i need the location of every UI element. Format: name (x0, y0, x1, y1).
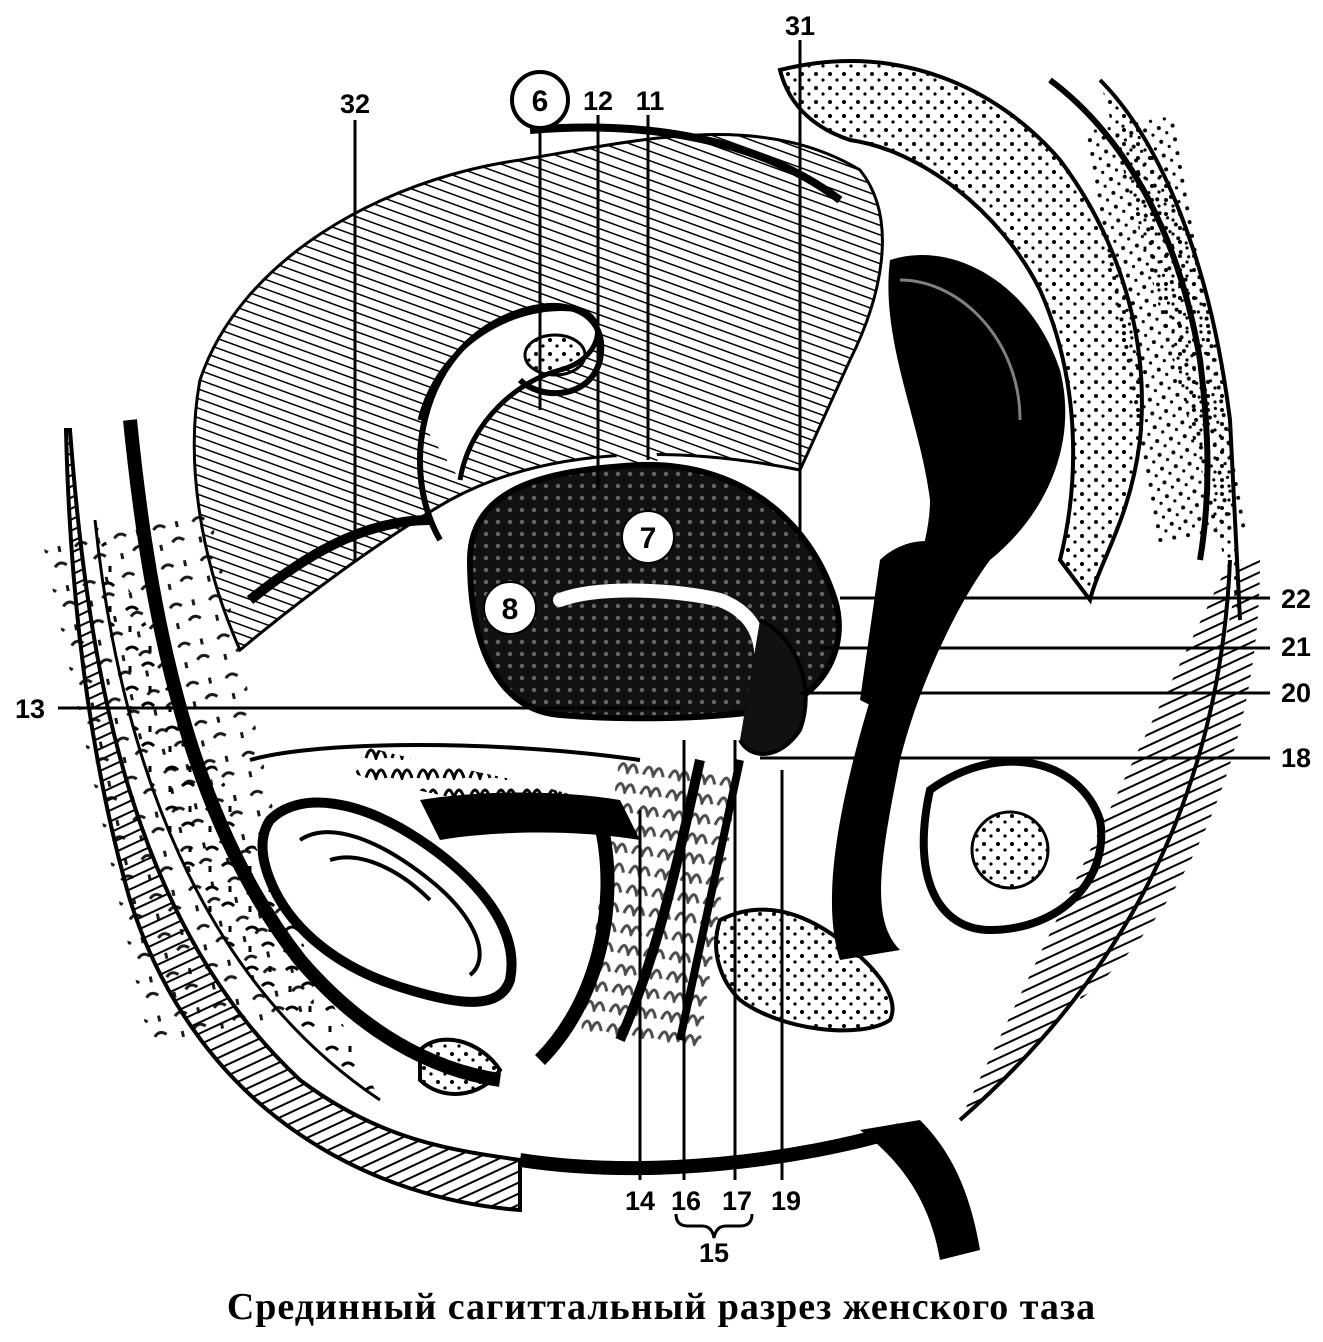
uterus (466, 461, 842, 756)
label-16: 16 (671, 1186, 701, 1216)
brace-15 (674, 1213, 754, 1239)
label-6-badge: 6 (510, 70, 570, 130)
label-13: 13 (15, 694, 45, 724)
sacrum-and-coccyx (777, 59, 1246, 621)
label-15: 15 (699, 1238, 729, 1268)
label-18: 18 (1281, 743, 1311, 773)
label-7: 7 (640, 522, 657, 555)
urinary-bladder (249, 743, 641, 1007)
label-22: 22 (1281, 584, 1311, 614)
label-leader-lines (58, 40, 1270, 1239)
label-8-badge: 8 (483, 581, 537, 635)
label-19: 19 (771, 1186, 801, 1216)
label-7-badge: 7 (621, 510, 675, 564)
figure-caption: Срединный сагиттальный разрез женского т… (226, 1286, 1097, 1328)
label-32: 32 (340, 89, 370, 119)
label-6: 6 (532, 85, 549, 118)
rectum (831, 254, 1066, 961)
label-11: 11 (636, 86, 665, 116)
vagina-and-urethra (418, 753, 895, 1096)
perineum-and-gluteal-region (518, 559, 1260, 1260)
label-21: 21 (1281, 632, 1311, 662)
label-8: 8 (502, 593, 519, 626)
label-12: 12 (583, 86, 613, 116)
label-14: 14 (625, 1186, 655, 1216)
label-17: 17 (722, 1186, 752, 1216)
label-20: 20 (1281, 678, 1311, 708)
label-31: 31 (785, 11, 815, 41)
anterior-abdominal-wall (42, 419, 522, 1213)
